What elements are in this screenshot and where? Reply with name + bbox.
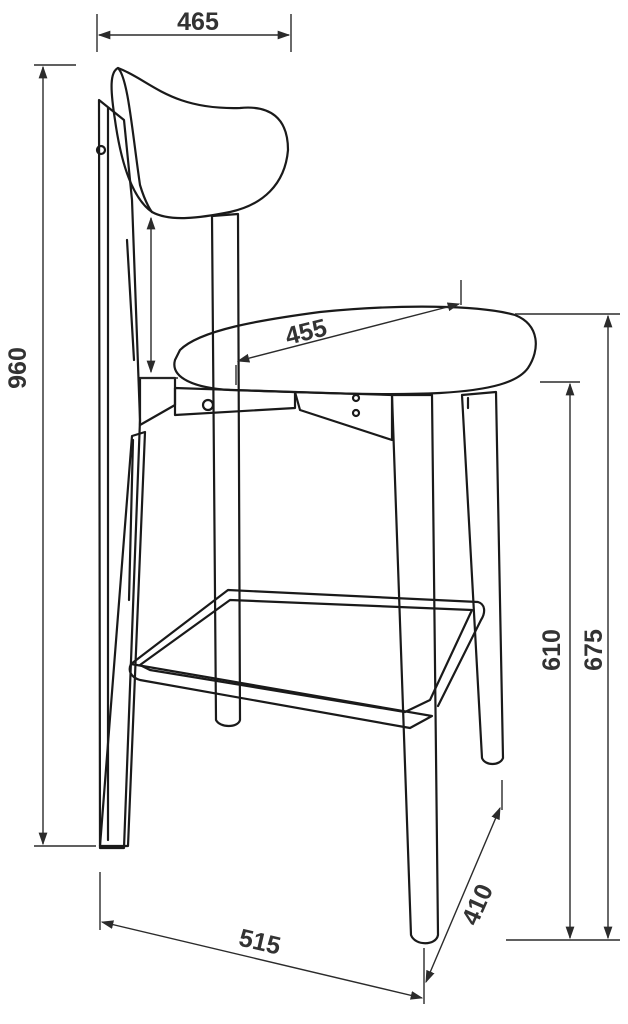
dimension-base-width: 515 xyxy=(99,872,425,1004)
dimension-annotations: 465 960 455 675 xyxy=(4,8,620,1004)
backrest xyxy=(110,66,290,220)
dimension-base-depth-label: 410 xyxy=(456,880,499,930)
dimension-seat-depth-label: 455 xyxy=(282,314,329,351)
dimension-seat-height: 675 xyxy=(506,313,620,941)
seat-cushion xyxy=(173,305,537,396)
center-rear-leg xyxy=(210,212,242,728)
dimension-total-height: 960 xyxy=(4,64,96,847)
front-leg-left xyxy=(390,393,440,945)
footrest-frame xyxy=(128,588,486,730)
seat-apron-left xyxy=(138,376,177,427)
back-post-bolt xyxy=(95,144,107,156)
dimension-seat-height-label: 675 xyxy=(580,629,608,671)
back-post xyxy=(97,98,142,850)
dimension-top-width-label: 465 xyxy=(177,8,219,36)
dimension-top-width: 465 xyxy=(96,8,292,52)
front-leg-right xyxy=(460,390,505,766)
dimension-footrest-height: 610 xyxy=(538,381,580,940)
bar-stool-illustration xyxy=(95,66,537,945)
dimension-backrest-height xyxy=(140,216,178,379)
seat-apron-right xyxy=(293,390,394,442)
dimension-footrest-height-label: 610 xyxy=(538,629,566,671)
dimension-total-height-label: 960 xyxy=(4,347,32,389)
dimension-seat-depth: 455 xyxy=(235,280,462,385)
rear-leg-lower xyxy=(98,430,147,848)
